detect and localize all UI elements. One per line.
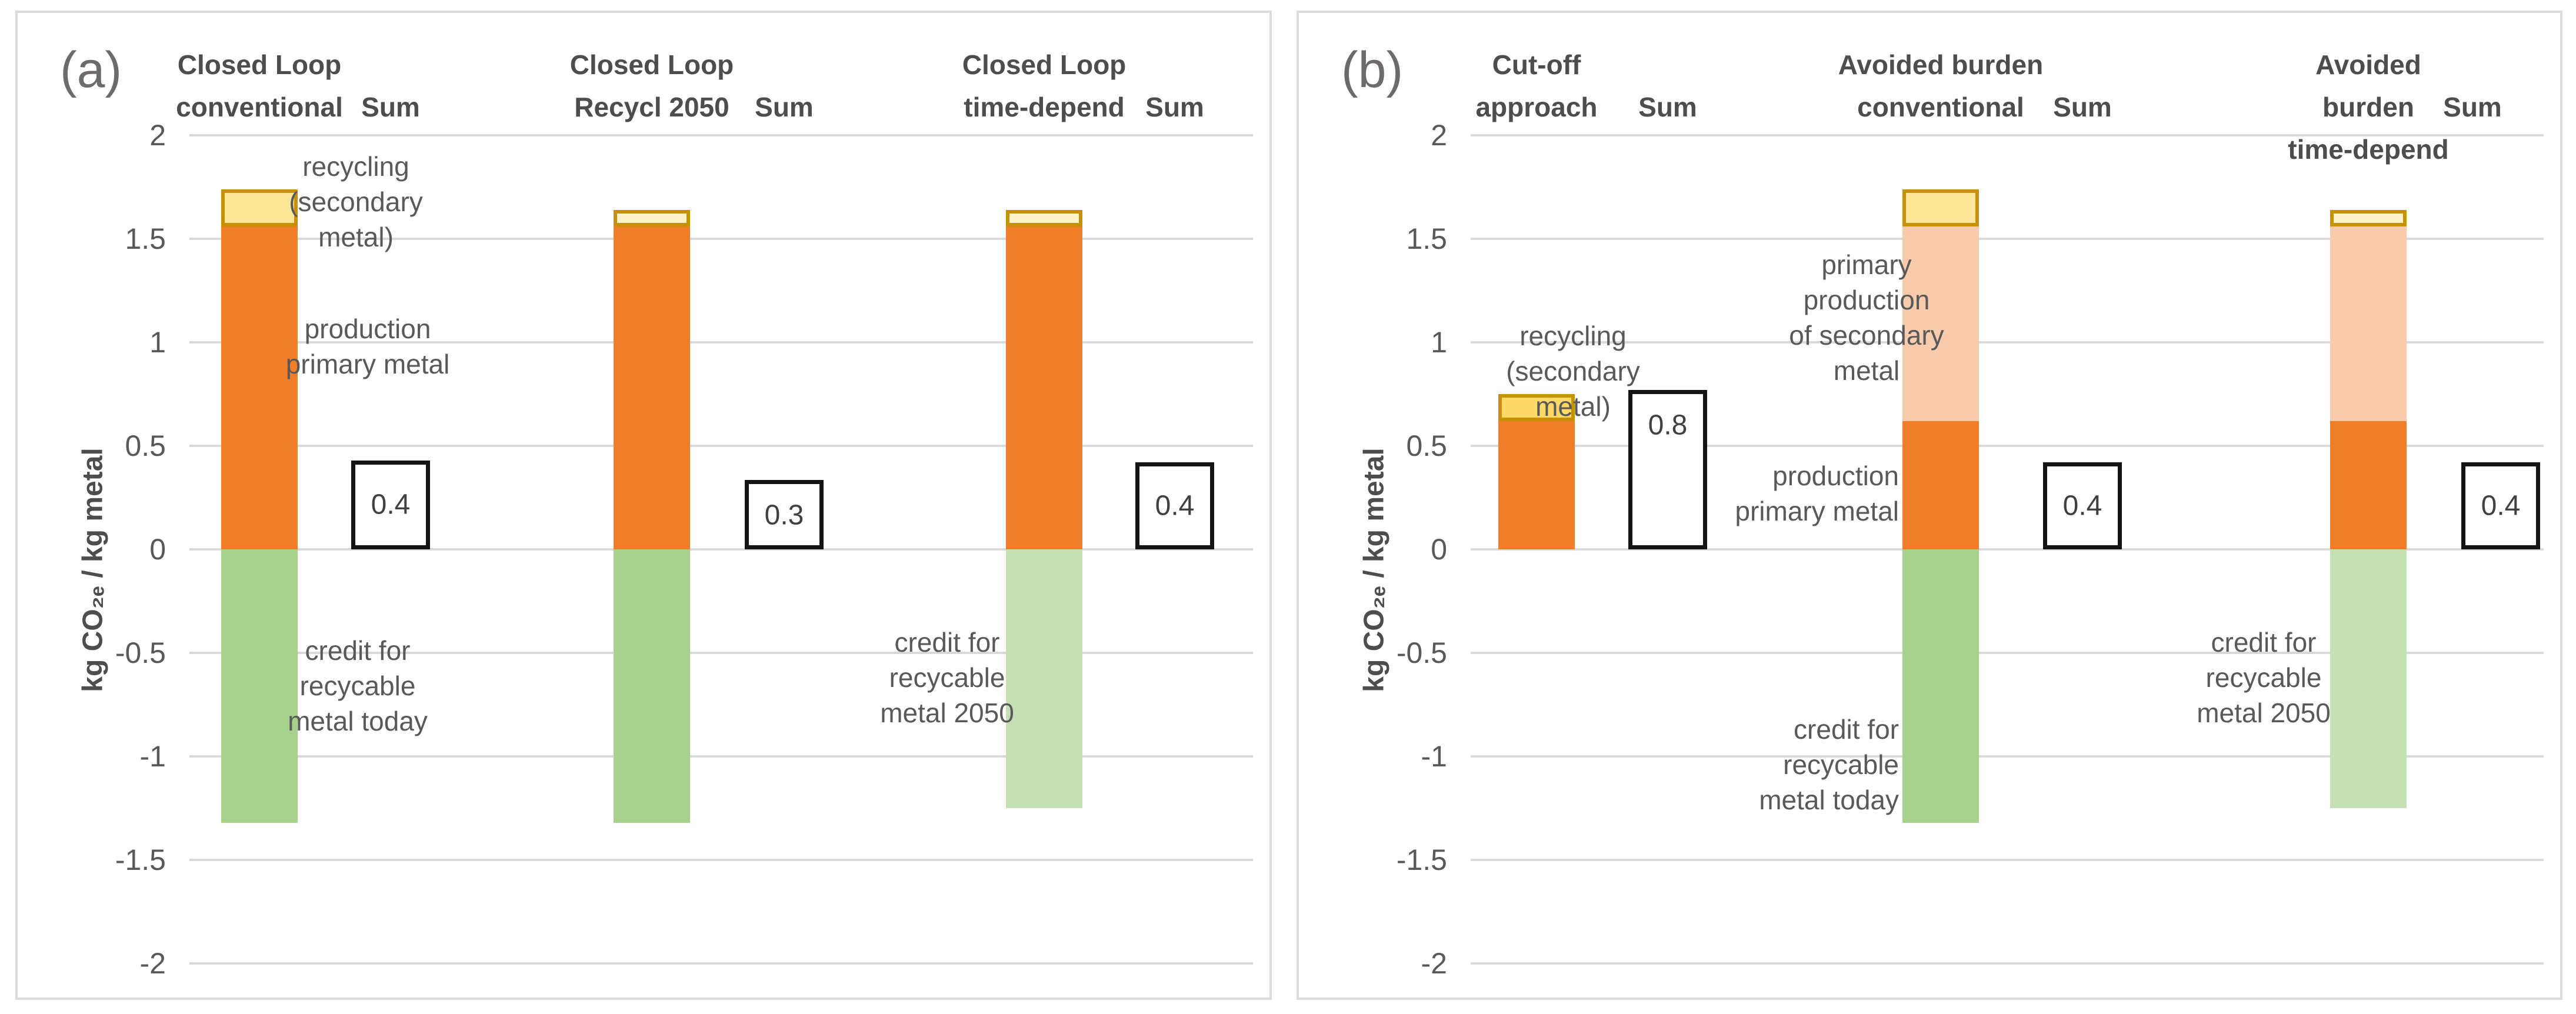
y-tick-label: 1.5 xyxy=(125,222,166,255)
y-tick-label: -2 xyxy=(139,947,166,980)
sum-column-header: Sum xyxy=(1145,92,1204,122)
y-tick-label: 0.5 xyxy=(125,429,166,462)
column-header: Closed Loop conventional xyxy=(176,49,343,122)
gridline-y--1 xyxy=(1471,755,2544,758)
bar-segment-recycling-secondary-metal-2050 xyxy=(2330,209,2407,226)
y-tick-label: 0 xyxy=(149,533,166,566)
bar-segment-credit-recyclable-metal-2050 xyxy=(1006,549,1082,808)
bar-segment-recycling-secondary-metal-2050 xyxy=(614,209,690,226)
sum-box xyxy=(351,460,430,549)
bar-segment-production-primary-metal xyxy=(1902,421,1979,549)
data-label: recycling (secondary metal) xyxy=(1506,321,1640,422)
gridline-y--1.5 xyxy=(189,859,1253,861)
data-label: primary production of secondary metal xyxy=(1789,249,1944,386)
y-tick-label: 0 xyxy=(1431,533,1447,566)
gridline-y-0 xyxy=(1471,548,2544,551)
gridline-y-1.5 xyxy=(1471,238,2544,240)
bar-segment-recycling-secondary-metal xyxy=(1902,189,1979,226)
sum-value-label: 0.8 xyxy=(1648,409,1688,441)
bar-segment-recycling-secondary-metal xyxy=(1498,394,1575,421)
sum-column-header: Sum xyxy=(1638,92,1697,122)
bar-segment-recycling-secondary-metal xyxy=(221,189,298,226)
data-label: credit for recycable metal today xyxy=(288,635,428,737)
column-header: Avoided burden time-depend xyxy=(2288,49,2449,165)
sum-column-header: Sum xyxy=(755,92,814,122)
sum-value-label: 0.4 xyxy=(1155,490,1195,522)
data-label: production primary metal xyxy=(285,313,450,380)
gridline-y-2 xyxy=(189,134,1253,136)
bar-segment-recycling-secondary-metal-2050 xyxy=(1006,209,1082,226)
y-tick-label: -1.5 xyxy=(1396,843,1447,876)
gridline-y-1 xyxy=(189,341,1253,343)
gridline-y--2 xyxy=(1471,962,2544,965)
gridline-y-0.5 xyxy=(189,445,1253,447)
y-tick-label: 1 xyxy=(149,326,166,359)
column-header: Avoided burden conventional xyxy=(1838,49,2044,122)
gridline-y--0.5 xyxy=(1471,652,2544,654)
y-tick-label: -0.5 xyxy=(1396,636,1447,669)
column-header: Cut-off approach xyxy=(1475,49,1598,122)
sum-column-header: Sum xyxy=(2443,92,2502,122)
bar-segment-credit-recyclable-metal-today xyxy=(1902,549,1979,823)
data-label: recycling (secondary metal) xyxy=(289,151,423,252)
column-header: Closed Loop time-depend xyxy=(962,49,1127,122)
data-label: credit for recycable metal 2050 xyxy=(2197,627,2331,729)
sum-box xyxy=(1135,462,1214,549)
bar-segment-production-primary-metal xyxy=(221,226,298,549)
y-tick-label: 0.5 xyxy=(1406,429,1447,462)
y-tick-label: -1 xyxy=(1421,740,1447,773)
y-tick-label: 1 xyxy=(1431,326,1447,359)
panel-a-label: (a) xyxy=(60,42,122,98)
sum-box xyxy=(2043,462,2122,549)
gridline-y--2 xyxy=(189,962,1253,965)
bar-segment-credit-recyclable-metal-2050 xyxy=(2330,549,2407,808)
gridline-y--1.5 xyxy=(1471,859,2544,861)
gridline-y-2 xyxy=(1471,134,2544,136)
gridline-y-1.5 xyxy=(189,238,1253,240)
sum-box xyxy=(745,480,824,549)
sum-box xyxy=(2461,462,2540,549)
gridline-y-1 xyxy=(1471,341,2544,343)
panel-b-label: (b) xyxy=(1341,42,1404,98)
y-tick-label: 2 xyxy=(149,119,166,152)
sum-column-header: Sum xyxy=(2053,92,2112,122)
bar-segment-production-primary-metal xyxy=(614,226,690,549)
bar-segment-credit-recyclable-metal-today xyxy=(221,549,298,823)
sum-value-label: 0.3 xyxy=(764,499,804,531)
bar-segment-production-primary-metal xyxy=(2330,421,2407,549)
bar-segment-primary-production-of-secondary-metal xyxy=(2330,226,2407,421)
sum-box xyxy=(1628,389,1707,549)
y-tick-label: -2 xyxy=(1421,947,1447,980)
bar-segment-production-primary-metal xyxy=(1006,226,1082,549)
bar-segment-production-primary-metal xyxy=(1498,421,1575,549)
y-tick-label: -1.5 xyxy=(115,843,166,876)
data-label: credit for recycable metal 2050 xyxy=(880,627,1014,729)
y-tick-label: -1 xyxy=(139,740,166,773)
bar-segment-primary-production-of-secondary-metal xyxy=(1902,226,1979,421)
gridline-y--0.5 xyxy=(189,652,1253,654)
column-header: Closed Loop Recycl 2050 xyxy=(569,49,734,122)
data-label: credit for recycable metal today xyxy=(1759,714,1899,816)
sum-value-label: 0.4 xyxy=(2481,490,2521,522)
sum-value-label: 0.4 xyxy=(371,489,411,521)
bar-segment-credit-recyclable-metal-today xyxy=(614,549,690,823)
y-tick-label: 1.5 xyxy=(1406,222,1447,255)
y-tick-label: -0.5 xyxy=(115,636,166,669)
sum-value-label: 0.4 xyxy=(2062,490,2102,522)
gridline-y--1 xyxy=(189,755,1253,758)
data-label: production primary metal xyxy=(1735,460,1899,526)
gridline-y-0 xyxy=(189,548,1253,551)
gridline-y-0.5 xyxy=(1471,445,2544,447)
y-tick-label: 2 xyxy=(1431,119,1447,152)
sum-column-header: Sum xyxy=(361,92,420,122)
